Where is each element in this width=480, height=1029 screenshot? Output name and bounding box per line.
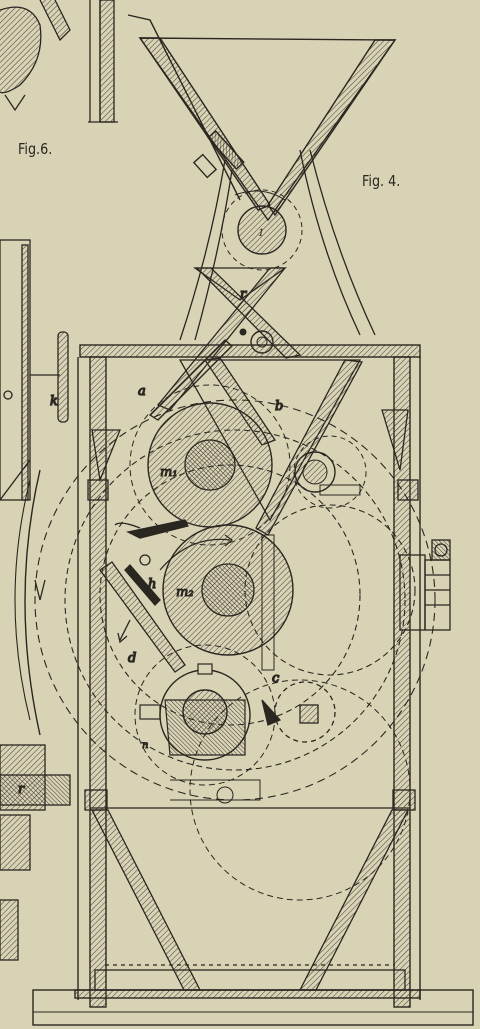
left-side-details: k r (0, 239, 71, 961)
fig4-caption: Fig. 4. (362, 172, 401, 190)
lower-chute-d: d (99, 561, 186, 673)
label-c: c (272, 671, 280, 686)
lower-frame (84, 789, 416, 991)
plate-a: a (137, 339, 233, 421)
feed-hopper (127, 14, 397, 222)
bottom-shaft-roller: n (134, 644, 276, 786)
small-roll-right (293, 435, 367, 509)
scraper-h: h (114, 519, 189, 606)
label-m1: m₁ (160, 465, 178, 480)
fig6-caption: Fig.6. (18, 140, 53, 158)
label-r-shaft: r (18, 782, 25, 797)
casing-wedges (87, 409, 419, 501)
label-a: a (138, 384, 146, 399)
lever-c: c (261, 670, 336, 743)
label-k: k (50, 394, 58, 409)
feed-roll: 1 (221, 189, 303, 271)
crushing-roll-m2: m₂ (159, 524, 294, 671)
hopper-support-arms (179, 149, 376, 341)
crushing-roll-m1: m₁ (129, 384, 291, 546)
label-r: r (240, 287, 247, 302)
small-guide-roll (239, 328, 274, 354)
fig6-fragment (0, 0, 118, 123)
label-h: h (148, 577, 156, 592)
label-roll-1: 1 (258, 228, 264, 239)
label-m2: m₂ (176, 585, 194, 600)
label-n: n (142, 740, 148, 751)
label-b: b (275, 399, 283, 414)
right-drive-coupling (399, 539, 451, 631)
label-d: d (128, 651, 136, 666)
